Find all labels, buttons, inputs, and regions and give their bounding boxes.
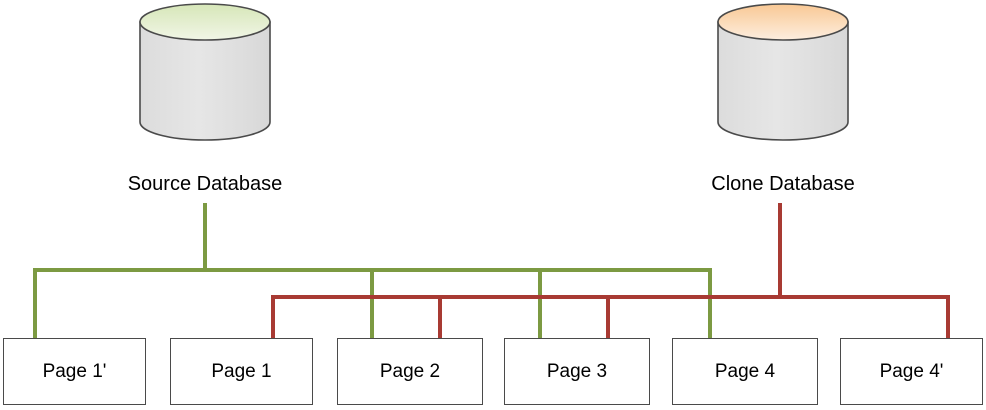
page-box-label: Page 2 xyxy=(379,360,441,382)
page-box-page-3[interactable]: Page 3 xyxy=(504,338,650,405)
source-connector-group xyxy=(33,203,712,339)
clone-database-cylinder-icon xyxy=(717,3,849,141)
page-box-label: Page 1' xyxy=(42,360,107,382)
clone-connector-group xyxy=(271,203,950,339)
page-box-page-4[interactable]: Page 4 xyxy=(672,338,818,405)
page-box-page-1[interactable]: Page 1 xyxy=(170,338,313,405)
page-box-label: Page 1 xyxy=(211,360,272,382)
page-box-page-1-prime[interactable]: Page 1' xyxy=(3,338,146,405)
page-box-label: Page 3 xyxy=(546,360,608,382)
source-database-label: Source Database xyxy=(127,173,283,195)
page-box-page-4-prime[interactable]: Page 4' xyxy=(840,338,983,405)
source-database-cylinder-icon xyxy=(139,3,271,141)
page-box-page-2[interactable]: Page 2 xyxy=(337,338,483,405)
page-box-label: Page 4' xyxy=(879,360,944,382)
clone-database-label: Clone Database xyxy=(711,173,855,195)
page-box-label: Page 4 xyxy=(714,360,776,382)
